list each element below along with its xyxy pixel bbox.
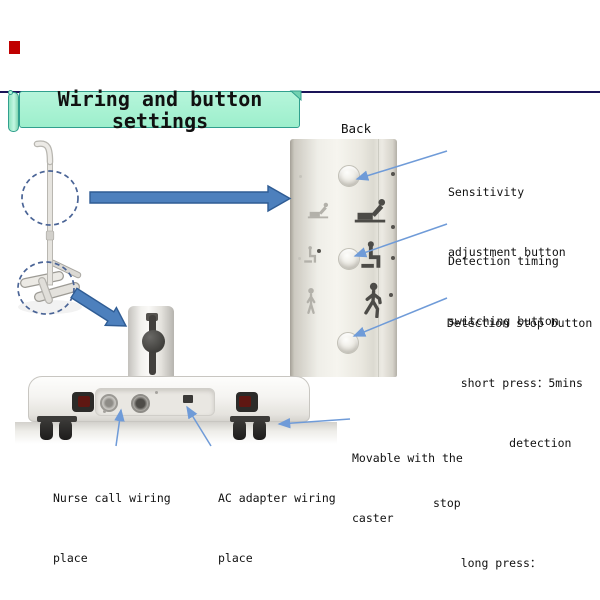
- title-banner: [19, 91, 300, 128]
- back-label: Back: [341, 121, 372, 136]
- panel-dot: [317, 249, 321, 253]
- nurse-call-connector-2[interactable]: [131, 394, 150, 413]
- title-banner-ear: [8, 90, 13, 95]
- sit-edge-small-icon: [304, 244, 319, 264]
- page-title-line2: settings: [111, 109, 209, 133]
- device-base-photo: [15, 303, 345, 445]
- panel-dot: [298, 257, 301, 260]
- screw: [155, 391, 158, 394]
- bed-recline-small-icon: [306, 199, 330, 221]
- page-title: Wiring and button settings: [20, 88, 300, 132]
- panel-dot: [391, 225, 395, 229]
- sit-edge-large-icon: [360, 240, 386, 268]
- sensitivity-label: Sensitivity adjustment button: [448, 185, 566, 259]
- walk-icon: [358, 282, 388, 318]
- stand-small-icon: [304, 287, 318, 315]
- big-right-arrow: [89, 184, 292, 213]
- left-sensor-lens: [78, 396, 90, 407]
- right-caster: [230, 416, 270, 442]
- detection-timing-switching-button[interactable]: [338, 248, 360, 270]
- detection-stop-button[interactable]: [337, 332, 359, 354]
- panel-dot: [299, 175, 302, 178]
- panel-dot: [389, 293, 393, 297]
- left-sensor-window: [72, 392, 94, 412]
- nurse-call-connector[interactable]: [100, 394, 118, 412]
- right-sensor-lens: [239, 396, 251, 407]
- device-back-panel-photo: [290, 139, 397, 377]
- caster-label: Movable with the caster: [352, 451, 463, 525]
- dashed-circle-top: [21, 170, 79, 226]
- title-banner-curl: [8, 92, 19, 132]
- column-knob[interactable]: [142, 330, 165, 353]
- sensitivity-adjustment-button[interactable]: [338, 165, 360, 187]
- panel-dot: [391, 256, 395, 260]
- red-marker: [9, 41, 20, 54]
- right-sensor-window: [236, 392, 258, 412]
- page-title-line1: Wiring and button: [57, 87, 263, 111]
- ac-adapter-port[interactable]: [183, 395, 193, 403]
- nurse-call-label: Nurse call wiring place: [53, 491, 171, 565]
- left-caster: [37, 416, 77, 442]
- panel-dot: [391, 172, 395, 176]
- bed-recline-large-icon: [352, 194, 388, 226]
- screw: [103, 410, 106, 413]
- pole-stand-photo: [18, 140, 82, 314]
- ac-adapter-label: AC adapter wiring place: [218, 491, 336, 565]
- timing-label: Detection timing switching button: [448, 254, 559, 328]
- stop-label: Detection stop button short press：5mins …: [433, 316, 593, 570]
